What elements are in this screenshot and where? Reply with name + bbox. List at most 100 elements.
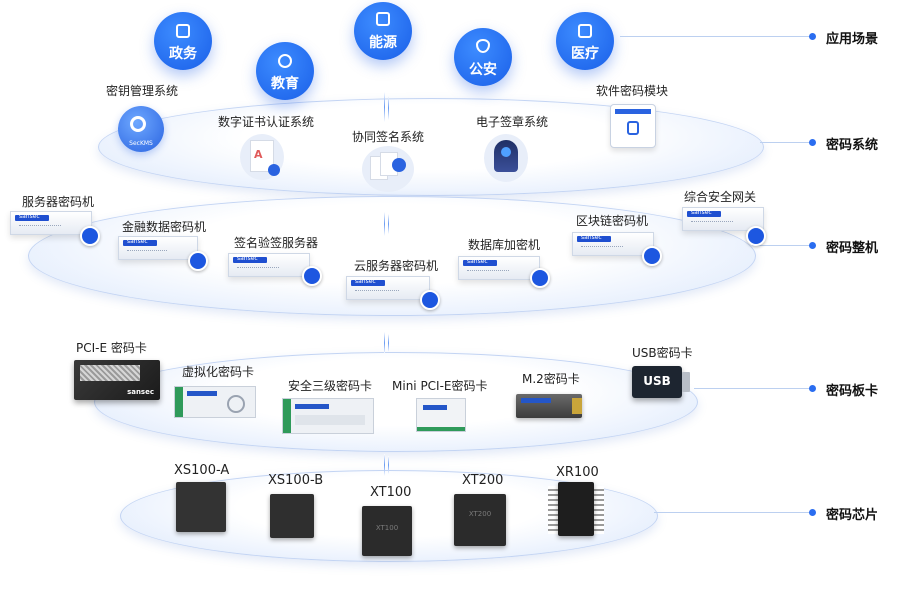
xs100b-chip xyxy=(270,494,314,538)
chip-xr100-label: XR100 xyxy=(556,465,599,480)
layer-dot xyxy=(809,242,816,249)
connector-line xyxy=(388,334,389,352)
brand-label: sansec xyxy=(467,258,488,265)
brand-label: sansec xyxy=(127,388,154,396)
layer-line xyxy=(654,512,810,513)
card-usb-label: USB密码卡 xyxy=(632,346,693,360)
layer-dot xyxy=(809,33,816,40)
server-crypto-machine: sansec xyxy=(10,211,92,235)
brand-label: sansec xyxy=(237,255,258,262)
database-badge-icon xyxy=(530,268,550,288)
hospital-icon xyxy=(578,24,592,38)
wifi-badge-icon xyxy=(746,226,766,246)
machine-sign-verify-label: 签名验签服务器 xyxy=(234,236,319,250)
cloud-crypto-machine: sansec xyxy=(346,276,430,300)
scenario-edu-label: 教育 xyxy=(271,76,299,92)
xt100-mark: XT100 xyxy=(375,524,399,532)
bank-badge-icon xyxy=(188,251,208,271)
layer-dot xyxy=(809,139,816,146)
brand-label: sansec xyxy=(355,278,376,285)
brand-label: sansec xyxy=(581,234,602,241)
machine-cloud-label: 云服务器密码机 xyxy=(354,259,439,273)
scenario-energy[interactable]: 能源 xyxy=(354,2,412,60)
system-soft-crypto-label: 软件密码模块 xyxy=(596,84,669,98)
battery-icon xyxy=(376,12,390,26)
brand-label: sansec xyxy=(691,209,712,216)
key-mgmt-badge: SecKMS xyxy=(129,140,153,147)
lock-icon xyxy=(627,121,639,135)
key-mgmt-icon: SecKMS xyxy=(118,106,164,152)
scenario-medical[interactable]: 医疗 xyxy=(556,12,614,70)
system-e-seal-label: 电子签章系统 xyxy=(476,115,549,129)
scenario-police-label: 公安 xyxy=(469,62,497,78)
xr100-chip xyxy=(558,482,594,536)
machine-db-encrypt-label: 数据库加密机 xyxy=(468,238,541,252)
layer-dot xyxy=(809,385,816,392)
xt200-chip: XT200 xyxy=(454,494,506,546)
connector-line xyxy=(384,212,385,236)
chip-xs100a-label: XS100-A xyxy=(174,463,230,478)
layer-machine-label: 密码整机 xyxy=(826,241,879,256)
connector-line xyxy=(384,92,385,122)
pen-badge-icon xyxy=(302,266,322,286)
connector-line xyxy=(388,96,389,120)
card-virtual-label: 虚拟化密码卡 xyxy=(182,365,255,379)
system-key-mgmt-label: 密钥管理系统 xyxy=(106,84,179,98)
layer-scenario-label: 应用场景 xyxy=(826,32,879,47)
usb-text: USB xyxy=(643,374,671,388)
chip-xs100b-label: XS100-B xyxy=(268,473,324,488)
card-level3-label: 安全三级密码卡 xyxy=(288,379,373,393)
layer-card-label: 密码板卡 xyxy=(826,384,879,399)
sign-verify-server: sansec xyxy=(228,253,310,277)
digital-cert-icon: A xyxy=(240,134,284,180)
layer-chip-label: 密码芯片 xyxy=(826,508,879,523)
scenario-gov-label: 政务 xyxy=(169,46,197,62)
connector-line xyxy=(388,456,389,474)
m2-crypto-card xyxy=(516,394,582,418)
usb-connector xyxy=(682,372,690,392)
machine-server-label: 服务器密码机 xyxy=(22,195,95,209)
usb-crypto-card: USB xyxy=(632,366,682,398)
scenario-medical-label: 医疗 xyxy=(571,46,599,62)
mini-pcie-card xyxy=(416,398,466,432)
machine-blockchain-label: 区块链密码机 xyxy=(576,214,649,228)
connector-line xyxy=(384,332,385,354)
connector-line xyxy=(384,454,385,476)
shield-icon xyxy=(476,39,490,53)
cosign-icon xyxy=(362,146,414,192)
chain-badge-icon xyxy=(642,246,662,266)
chip-xt200-label: XT200 xyxy=(462,473,504,488)
yen-icon xyxy=(278,54,292,68)
brand-label: sansec xyxy=(127,238,148,245)
card-pcie-label: PCI-E 密码卡 xyxy=(76,341,147,355)
key-icon xyxy=(130,116,146,132)
scenario-edu[interactable]: 教育 xyxy=(256,42,314,100)
system-digital-cert-label: 数字证书认证系统 xyxy=(218,115,315,129)
layer-system-label: 密码系统 xyxy=(826,138,879,153)
bank-icon xyxy=(176,24,190,38)
scenario-police[interactable]: 公安 xyxy=(454,28,512,86)
pcie-card: sansec xyxy=(74,360,160,400)
finance-crypto-machine: sansec xyxy=(118,236,198,260)
xt100-chip: XT100 xyxy=(362,506,412,556)
db-encrypt-machine: sansec xyxy=(458,256,540,280)
layer-line xyxy=(760,142,810,143)
level3-crypto-card xyxy=(282,398,374,434)
card-mini-pcie-label: Mini PCI-E密码卡 xyxy=(392,379,488,393)
xs100a-chip xyxy=(176,482,226,532)
server-badge-icon xyxy=(80,226,100,246)
scenario-energy-label: 能源 xyxy=(369,35,397,51)
virtual-crypto-card xyxy=(174,386,256,418)
chip-xt100-label: XT100 xyxy=(370,485,412,500)
brand-label: sansec xyxy=(19,213,40,220)
e-seal-icon xyxy=(484,134,528,182)
xt200-mark: XT200 xyxy=(468,510,492,518)
scenario-gov[interactable]: 政务 xyxy=(154,12,212,70)
layer-line xyxy=(694,388,810,389)
layer-dot xyxy=(809,509,816,516)
machine-finance-label: 金融数据密码机 xyxy=(122,220,207,234)
card-m2-label: M.2密码卡 xyxy=(522,372,580,386)
soft-crypto-icon xyxy=(610,104,656,148)
system-platform xyxy=(98,98,764,196)
layer-line xyxy=(620,36,810,37)
